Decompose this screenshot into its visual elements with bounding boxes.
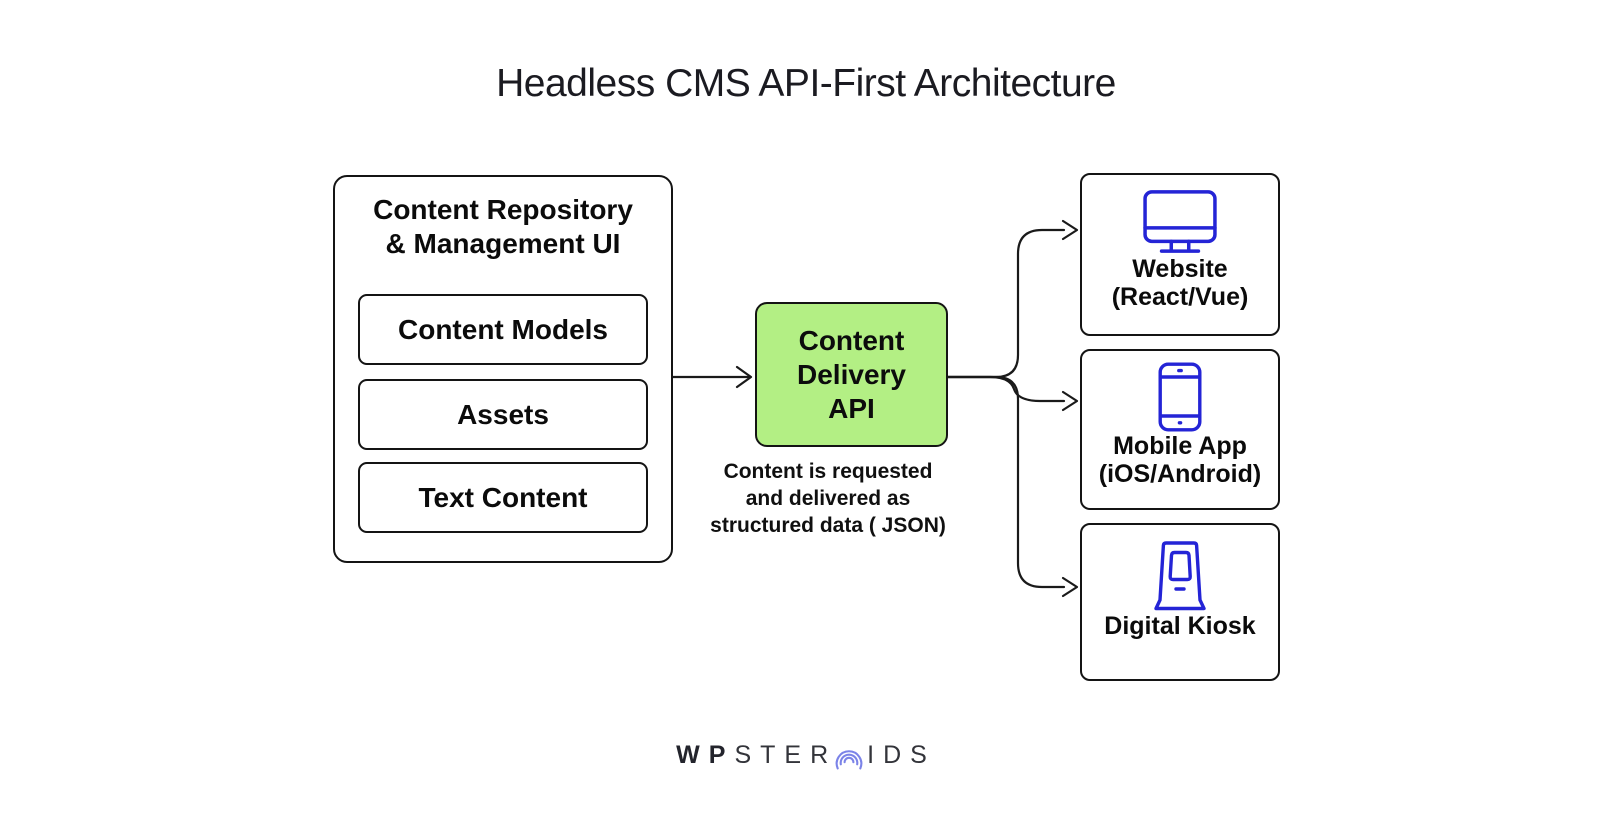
monitor-icon <box>1143 190 1217 253</box>
logo-ids-text: IDS <box>867 740 936 769</box>
delivery-api-box: Content Delivery API <box>755 302 948 447</box>
arrow-api-to-kiosk <box>946 375 1079 598</box>
arrow-api-to-website <box>946 219 1079 379</box>
delivery-api-label-line1: Content <box>798 324 905 356</box>
channel-box-digital-kiosk: Digital Kiosk <box>1080 523 1280 681</box>
repository-item-assets: Assets <box>358 379 648 450</box>
channel-label-line1: Website <box>1132 255 1228 283</box>
repository-item-content-models: Content Models <box>358 294 648 365</box>
delivery-api-label-line3: API <box>828 392 875 424</box>
channel-label-line2: (React/Vue) <box>1111 283 1249 311</box>
repository-item-label: Content Models <box>398 313 608 345</box>
channel-label-website: Website (React/Vue) <box>1112 255 1249 311</box>
logo-wp-text: WP <box>676 740 735 769</box>
channel-box-mobile-app: Mobile App (iOS/Android) <box>1080 349 1280 510</box>
channel-label-line1: Digital Kiosk <box>1104 612 1256 640</box>
channel-box-website: Website (React/Vue) <box>1080 173 1280 336</box>
logo-ster-text: STER <box>734 740 838 769</box>
channel-label-line1: Mobile App <box>1113 432 1247 460</box>
smartphone-icon <box>1158 362 1202 432</box>
delivery-api-label-line2: Delivery <box>797 358 906 390</box>
channel-label-mobile-app: Mobile App (iOS/Android) <box>1099 432 1261 488</box>
repository-box: Content Repository & Management UI Conte… <box>333 175 673 563</box>
repository-heading-line2: & Management UI <box>385 228 621 259</box>
api-caption: Content is requested and delivered as st… <box>697 458 959 539</box>
repository-item-text-content: Text Content <box>358 462 648 533</box>
page-title: Headless CMS API-First Architecture <box>496 62 1116 105</box>
logo-o-arcs-icon <box>835 750 863 770</box>
repository-heading-line1: Content Repository <box>373 194 633 225</box>
api-caption-line3: structured data ( JSON) <box>710 514 946 537</box>
repository-heading: Content Repository & Management UI <box>335 193 671 261</box>
api-caption-line2: and delivered as <box>745 487 911 510</box>
channel-label-digital-kiosk: Digital Kiosk <box>1104 612 1255 640</box>
arrow-repo-to-api <box>671 365 753 389</box>
channel-label-line2: (iOS/Android) <box>1098 460 1262 488</box>
repository-item-label: Text Content <box>418 481 588 513</box>
repository-item-label: Assets <box>457 398 549 430</box>
api-caption-line1: Content is requested <box>723 460 933 483</box>
kiosk-icon <box>1154 541 1206 611</box>
arrow-api-to-mobile <box>946 375 1079 412</box>
